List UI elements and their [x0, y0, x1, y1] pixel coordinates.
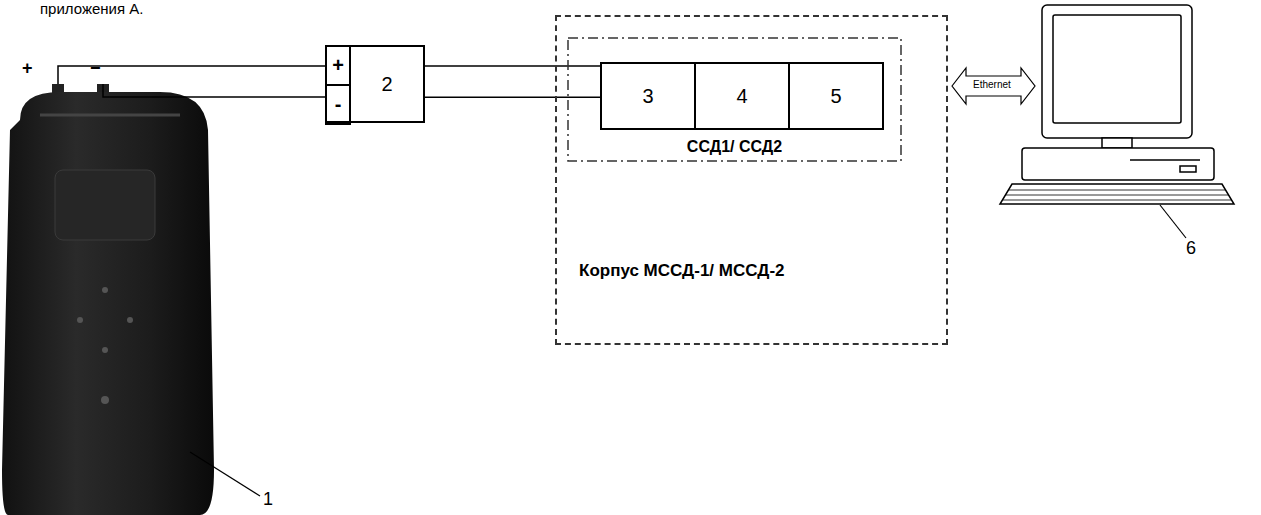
leader-line	[1160, 205, 1186, 238]
module-frame: 345ССД1/ ССД2	[567, 37, 902, 162]
wire	[103, 84, 325, 97]
measuring-device	[2, 84, 214, 515]
minus-terminal: -	[325, 84, 351, 125]
node-text: -	[327, 86, 349, 123]
polarity-mark: +	[22, 58, 33, 79]
frame-outline	[568, 38, 901, 161]
interface-label: Ethernet	[973, 79, 1011, 90]
plus-terminal: +	[325, 45, 351, 86]
node-text: 4	[696, 64, 788, 128]
node-text: +	[327, 47, 349, 84]
module-cell: 4	[694, 62, 790, 130]
ethernet-arrow	[952, 68, 1035, 104]
module-cell: 5	[788, 62, 884, 130]
computer	[1000, 5, 1234, 204]
node-text: 2	[351, 47, 423, 121]
signal-wire	[425, 65, 600, 67]
signal-wire	[425, 97, 600, 99]
leader-line	[190, 452, 260, 496]
housing-frame: 345ССД1/ ССД2Корпус МССД-1/ МССД-2	[555, 15, 948, 345]
node-text: ССД1/ ССД2	[567, 138, 902, 156]
node-text: 3	[602, 64, 694, 128]
node-text: Корпус МССД-1/ МССД-2	[579, 261, 785, 281]
page-note: приложения А.	[40, 0, 143, 17]
module-cell: 3	[600, 62, 696, 130]
node-text: 5	[790, 64, 882, 128]
callout-number: 1	[263, 489, 273, 510]
polarity-mark: −	[90, 58, 101, 79]
callout-number: 6	[1186, 238, 1196, 259]
terminal-box: +-2	[325, 45, 425, 123]
